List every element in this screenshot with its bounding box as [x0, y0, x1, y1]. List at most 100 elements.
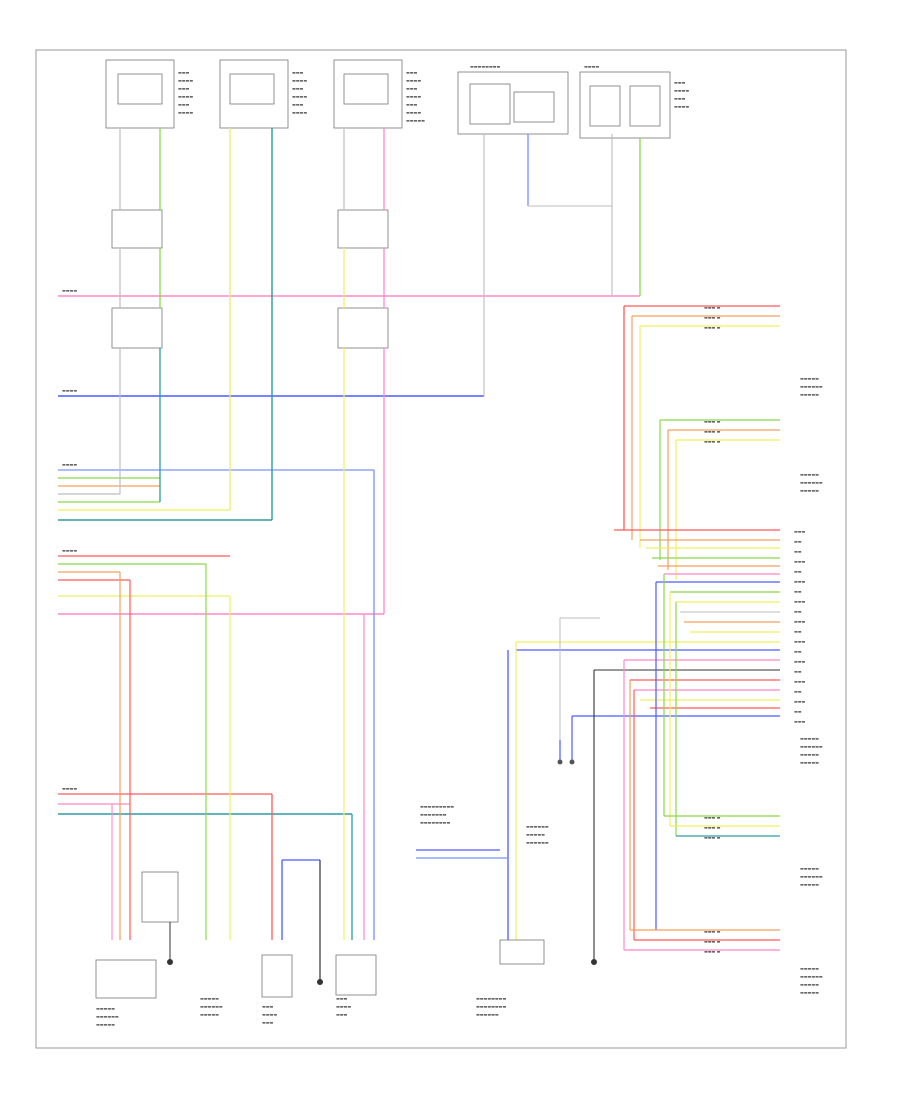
- svg-text:▬▬▬▬: ▬▬▬▬: [62, 786, 77, 791]
- svg-text:▬▬▬▬: ▬▬▬▬: [62, 288, 77, 293]
- svg-text:▬▬▬▬: ▬▬▬▬: [178, 78, 193, 83]
- svg-text:▬▬▬: ▬▬▬: [406, 102, 418, 107]
- svg-text:▬▬▬▬: ▬▬▬▬: [62, 462, 77, 467]
- svg-text:▬▬▬ ▬: ▬▬▬ ▬: [704, 439, 721, 444]
- top-left-switch-module: ▬▬▬▬▬▬▬▬▬▬▬▬▬▬▬▬▬▬▬▬▬: [105, 59, 193, 129]
- svg-text:▬▬▬: ▬▬▬: [794, 559, 806, 564]
- svg-text:▬▬▬▬▬: ▬▬▬▬▬: [800, 472, 819, 477]
- svg-text:▬▬▬: ▬▬▬: [292, 102, 304, 107]
- svg-text:▬▬▬▬▬▬: ▬▬▬▬▬▬: [800, 744, 823, 749]
- svg-text:▬▬▬▬: ▬▬▬▬: [178, 94, 193, 99]
- svg-text:▬▬▬▬▬: ▬▬▬▬▬: [800, 760, 819, 765]
- svg-text:▬▬▬▬▬: ▬▬▬▬▬: [800, 392, 819, 397]
- svg-text:▬▬▬▬▬▬: ▬▬▬▬▬▬: [526, 840, 549, 845]
- svg-text:▬▬▬: ▬▬▬: [406, 70, 418, 75]
- svg-text:▬▬▬▬▬▬: ▬▬▬▬▬▬: [476, 1012, 499, 1017]
- svg-text:▬▬▬▬▬▬▬: ▬▬▬▬▬▬▬: [420, 812, 447, 817]
- svg-text:▬▬▬▬▬▬▬▬: ▬▬▬▬▬▬▬▬: [470, 64, 500, 69]
- svg-text:▬▬▬ ▬: ▬▬▬ ▬: [704, 315, 721, 320]
- svg-text:▬▬: ▬▬: [794, 569, 802, 574]
- svg-text:▬▬▬: ▬▬▬: [794, 719, 806, 724]
- svg-text:▬▬▬: ▬▬▬: [674, 96, 686, 101]
- svg-text:▬▬▬▬▬: ▬▬▬▬▬: [526, 832, 545, 837]
- svg-text:▬▬▬: ▬▬▬: [794, 529, 806, 534]
- svg-text:▬▬▬▬▬: ▬▬▬▬▬: [800, 866, 819, 871]
- svg-text:▬▬▬▬▬: ▬▬▬▬▬: [200, 1012, 219, 1017]
- svg-text:▬▬▬▬▬: ▬▬▬▬▬: [800, 990, 819, 995]
- svg-text:▬▬▬▬▬: ▬▬▬▬▬: [406, 118, 425, 123]
- right-inline-switch-lower: [337, 307, 389, 349]
- svg-text:▬▬▬▬▬▬: ▬▬▬▬▬▬: [800, 974, 823, 979]
- svg-text:▬▬▬: ▬▬▬: [336, 1012, 348, 1017]
- svg-text:▬▬▬: ▬▬▬: [794, 599, 806, 604]
- svg-text:▬▬▬ ▬: ▬▬▬ ▬: [704, 929, 721, 934]
- svg-text:▬▬▬: ▬▬▬: [292, 86, 304, 91]
- connector-labels: ▬▬▬ ▬ ▬▬▬ ▬ ▬▬▬ ▬ ▬▬▬ ▬ ▬▬▬ ▬ ▬▬▬ ▬ ▬▬ ▬▬ ▬▬▬ …: [704, 305, 806, 954]
- svg-text:▬▬▬▬: ▬▬▬▬: [674, 104, 689, 109]
- svg-text:▬▬▬▬▬▬▬▬: ▬▬▬▬▬▬▬▬: [476, 996, 506, 1001]
- svg-text:▬▬▬: ▬▬▬: [794, 579, 806, 584]
- svg-text:▬▬▬▬▬: ▬▬▬▬▬: [96, 1006, 115, 1011]
- svg-text:▬▬: ▬▬: [794, 539, 802, 544]
- svg-text:▬▬▬: ▬▬▬: [178, 86, 190, 91]
- svg-text:▬▬▬▬: ▬▬▬▬: [178, 110, 193, 115]
- svg-text:▬▬▬▬▬: ▬▬▬▬▬: [800, 488, 819, 493]
- svg-text:▬▬▬: ▬▬▬: [262, 1004, 274, 1009]
- svg-text:▬▬▬▬▬▬: ▬▬▬▬▬▬: [526, 824, 549, 829]
- svg-text:▬▬▬ ▬: ▬▬▬ ▬: [704, 325, 721, 330]
- svg-text:▬▬▬ ▬: ▬▬▬ ▬: [704, 815, 721, 820]
- top-center-switch-module: ▬▬▬▬▬▬▬▬▬▬▬▬▬▬▬▬▬▬▬▬▬: [219, 59, 307, 129]
- svg-text:▬▬▬▬: ▬▬▬▬: [336, 1004, 351, 1009]
- svg-text:▬▬: ▬▬: [794, 609, 802, 614]
- svg-text:▬▬▬▬: ▬▬▬▬: [292, 110, 307, 115]
- svg-text:▬▬▬▬▬: ▬▬▬▬▬: [800, 882, 819, 887]
- svg-text:▬▬▬ ▬: ▬▬▬ ▬: [704, 949, 721, 954]
- svg-text:▬▬▬▬: ▬▬▬▬: [262, 1012, 277, 1017]
- bottom-component-labels: ▬▬▬▬▬▬▬▬▬▬▬▬▬▬▬▬ ▬▬▬▬▬▬▬▬▬▬▬▬▬▬▬▬ ▬▬▬▬▬▬…: [96, 804, 549, 1027]
- svg-text:▬▬▬: ▬▬▬: [406, 86, 418, 91]
- right-inline-switch-upper: [337, 209, 389, 249]
- horizontal-bus-lines: [58, 295, 640, 815]
- svg-text:▬▬▬▬: ▬▬▬▬: [62, 388, 77, 393]
- svg-text:▬▬▬: ▬▬▬: [262, 1020, 274, 1025]
- svg-text:▬▬▬▬▬▬▬▬: ▬▬▬▬▬▬▬▬: [476, 1004, 506, 1009]
- svg-text:▬▬▬: ▬▬▬: [794, 639, 806, 644]
- svg-text:▬▬▬▬: ▬▬▬▬: [674, 88, 689, 93]
- right-side-module-labels: ▬▬▬▬▬▬▬▬▬▬▬▬▬▬▬▬ ▬▬▬▬▬▬▬▬▬▬▬▬▬▬▬▬ ▬▬▬▬▬▬…: [800, 376, 823, 995]
- svg-text:▬▬: ▬▬: [794, 589, 802, 594]
- svg-text:▬▬▬▬: ▬▬▬▬: [62, 548, 77, 553]
- svg-text:▬▬▬▬▬: ▬▬▬▬▬: [800, 376, 819, 381]
- svg-text:▬▬▬▬▬▬: ▬▬▬▬▬▬: [96, 1014, 119, 1019]
- svg-text:▬▬▬: ▬▬▬: [794, 699, 806, 704]
- svg-text:▬▬▬ ▬: ▬▬▬ ▬: [704, 825, 721, 830]
- vertical-wires-left: [111, 128, 612, 980]
- svg-text:▬▬▬: ▬▬▬: [178, 70, 190, 75]
- svg-text:▬▬▬: ▬▬▬: [794, 659, 806, 664]
- svg-text:▬▬: ▬▬: [794, 649, 802, 654]
- svg-text:▬▬: ▬▬: [794, 709, 802, 714]
- svg-text:▬▬▬▬▬▬▬▬▬: ▬▬▬▬▬▬▬▬▬: [420, 804, 454, 809]
- svg-text:▬▬▬▬▬: ▬▬▬▬▬: [96, 1022, 115, 1027]
- top-right-switch-module: ▬▬▬▬▬▬▬▬▬▬▬▬▬▬▬▬▬▬▬▬▬▬▬▬▬▬: [333, 59, 425, 129]
- svg-text:▬▬▬▬▬: ▬▬▬▬▬: [200, 996, 219, 1001]
- svg-text:▬▬▬▬▬: ▬▬▬▬▬: [800, 982, 819, 987]
- bottom-components: [95, 759, 597, 999]
- svg-text:▬▬▬▬: ▬▬▬▬: [292, 78, 307, 83]
- svg-text:▬▬▬▬: ▬▬▬▬: [584, 64, 599, 69]
- svg-text:▬▬▬▬▬: ▬▬▬▬▬: [800, 736, 819, 741]
- svg-text:▬▬▬: ▬▬▬: [674, 80, 686, 85]
- svg-text:▬▬▬▬▬▬: ▬▬▬▬▬▬: [800, 480, 823, 485]
- svg-text:▬▬▬ ▬: ▬▬▬ ▬: [704, 419, 721, 424]
- svg-text:▬▬▬: ▬▬▬: [292, 70, 304, 75]
- svg-text:▬▬: ▬▬: [794, 549, 802, 554]
- svg-text:▬▬▬▬: ▬▬▬▬: [292, 94, 307, 99]
- svg-text:▬▬▬ ▬: ▬▬▬ ▬: [704, 939, 721, 944]
- svg-text:▬▬: ▬▬: [794, 629, 802, 634]
- svg-text:▬▬▬ ▬: ▬▬▬ ▬: [704, 305, 721, 310]
- svg-text:▬▬▬▬▬▬: ▬▬▬▬▬▬: [200, 1004, 223, 1009]
- diagram-frame: [35, 49, 847, 1049]
- svg-text:▬▬▬: ▬▬▬: [336, 996, 348, 1001]
- vertical-wires-right: [507, 134, 780, 960]
- svg-text:▬▬▬▬: ▬▬▬▬: [406, 94, 421, 99]
